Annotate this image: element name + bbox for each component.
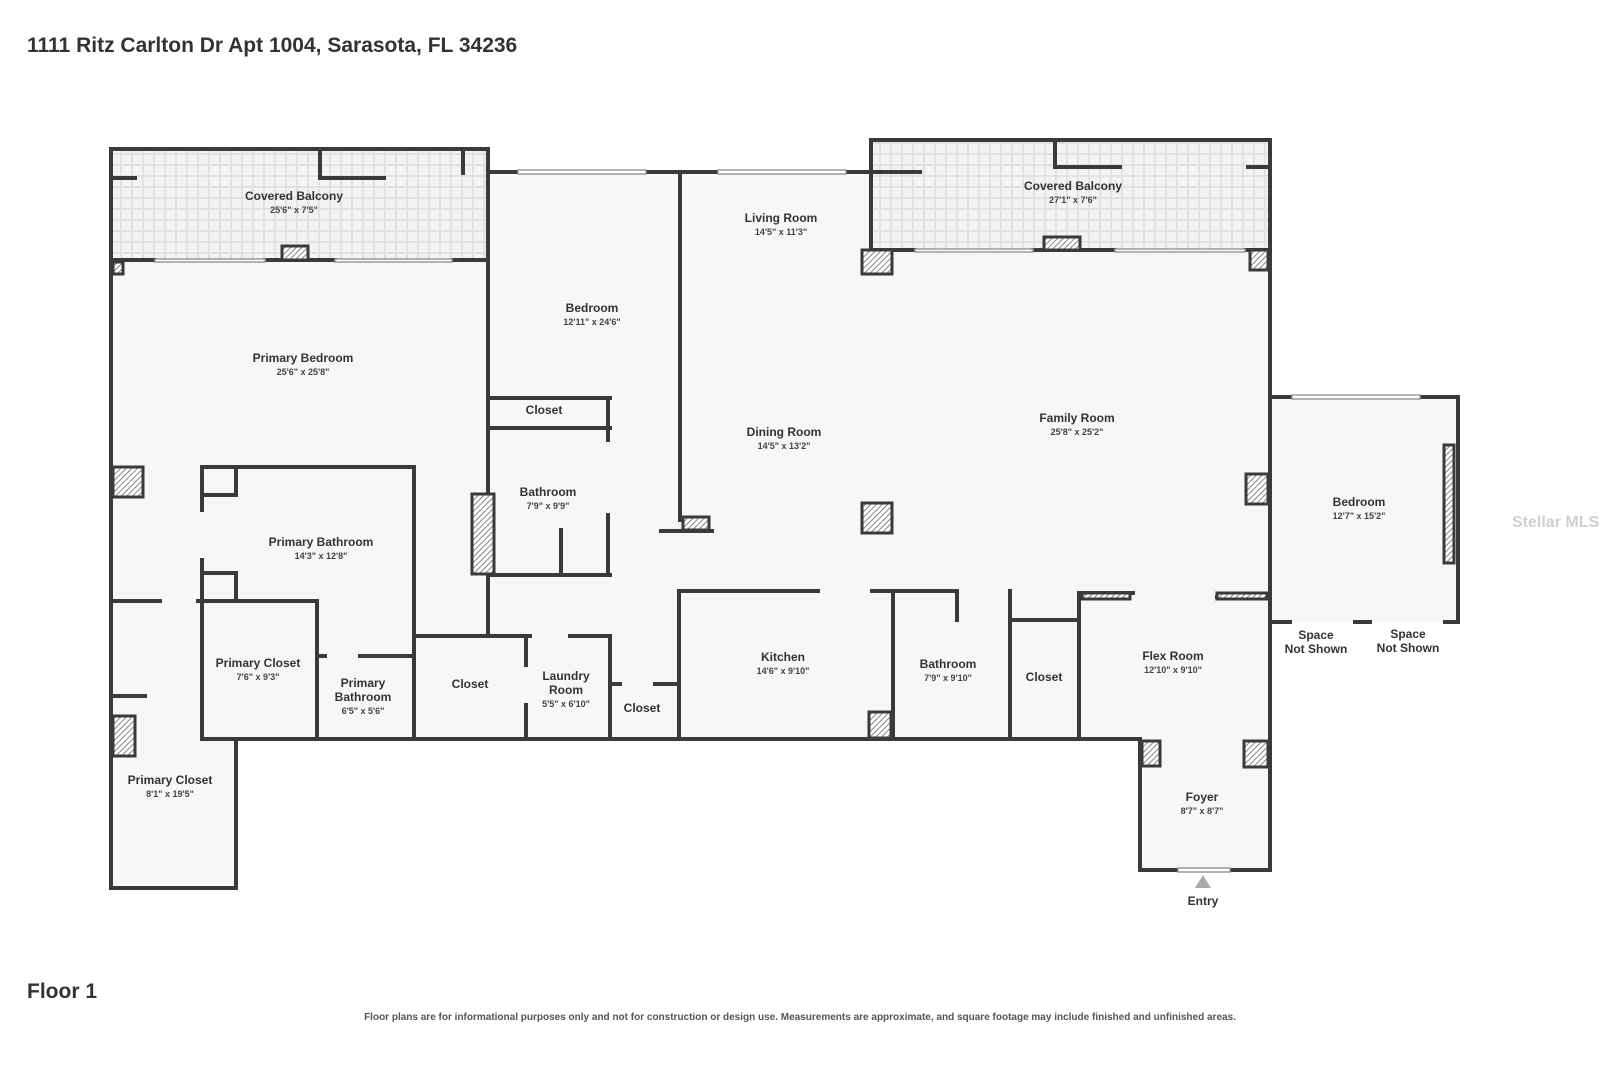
room-dimensions: 12'11" x 24'6" [563,317,620,327]
room-dimensions: 5'5" x 6'10" [542,699,590,709]
room-name: Primary Closet [216,656,301,670]
room-name: Bathroom [920,657,977,671]
room-dimensions: 25'6" x 25'8" [277,367,330,377]
room-name: Living Room [745,211,818,225]
room-dimensions: 7'9" x 9'9" [527,501,570,511]
disclaimer: Floor plans are for informational purpos… [364,1012,1236,1023]
room-label-bathroom-2: Bathroom 7'9" x 9'10" [920,657,977,683]
room-name: Foyer [1186,790,1219,804]
room-label-primary-bathroom-1: Primary Bathroom 14'3" x 12'8" [269,535,374,561]
room-name: Covered Balcony [245,189,343,203]
room-dimensions: 8'7" x 8'7" [1181,806,1224,816]
floor-label: Floor 1 [27,980,98,1003]
room-dimensions: 6'5" x 5'6" [342,706,385,716]
room-dimensions: 25'8" x 25'2" [1051,427,1104,437]
room-dimensions: 8'1" x 19'5" [146,789,194,799]
watermark: Stellar MLS [1512,514,1600,531]
room-dimensions: 7'6" x 9'3" [237,672,280,682]
room-label-living-room: Living Room 14'5" x 11'3" [745,211,818,237]
room-dimensions: 7'9" x 9'10" [924,673,972,683]
room-name: Bedroom [1333,495,1386,509]
covered-balcony-left-floor [113,151,488,261]
room-name: Primary Bedroom [253,351,354,365]
room-label-flex-room: Flex Room 12'10" x 9'10" [1142,649,1203,675]
room-label-closet-1: Closet [526,403,563,417]
room-label-closet-2: Closet [452,677,489,691]
covered-balcony-right-floor [873,140,1270,250]
room-dimensions: 27'1" x 7'6" [1049,195,1097,205]
room-dimensions: 14'5" x 13'2" [758,441,811,451]
room-name: Kitchen [761,650,805,664]
property-address: 1111 Ritz Carlton Dr Apt 1004, Sarasota,… [27,34,518,57]
room-label-dining-room: Dining Room 14'5" x 13'2" [747,425,822,451]
entry-arrow-icon [1195,875,1211,888]
room-dimensions: 14'5" x 11'3" [755,227,807,237]
room-label-bathroom-1: Bathroom 7'9" x 9'9" [520,485,577,511]
room-label-primary-closet-1: Primary Closet 7'6" x 9'3" [216,656,301,682]
floor-area [113,174,1458,885]
room-name: Primary Closet [128,773,213,787]
room-label-family-room: Family Room 25'8" x 25'2" [1039,411,1114,437]
room-name: Flex Room [1142,649,1203,663]
room-name: Bathroom [520,485,577,499]
room-name: Family Room [1039,411,1114,425]
room-name: Primary Bathroom [269,535,374,549]
columns [111,235,1456,769]
room-label-foyer: Foyer 8'7" x 8'7" [1181,790,1224,816]
room-name: Covered Balcony [1024,179,1122,193]
room-label-primary-bedroom: Primary Bedroom 25'6" x 25'8" [253,351,354,377]
room-label-bedroom-1: Bedroom 12'11" x 24'6" [563,301,620,327]
room-name: Closet [624,701,661,715]
room-label-covered-balcony-1: Covered Balcony 25'6" x 7'5" [245,189,343,215]
room-name: Closet [1026,670,1063,684]
room-label-bedroom-2: Bedroom 12'7" x 15'2" [1333,495,1386,521]
room-dimensions: 25'6" x 7'5" [270,205,318,215]
room-name: Closet [452,677,489,691]
room-dimensions: 14'3" x 12'8" [295,551,348,561]
room-label-kitchen: Kitchen 14'6" x 9'10" [757,650,810,676]
room-dimensions: 14'6" x 9'10" [757,666,810,676]
room-name: Dining Room [747,425,822,439]
room-label-closet-4: Closet [1026,670,1063,684]
room-dimensions: 12'10" x 9'10" [1144,665,1202,675]
room-name: Closet [526,403,563,417]
room-dimensions: 12'7" x 15'2" [1333,511,1386,521]
room-label-covered-balcony-2: Covered Balcony 27'1" x 7'6" [1024,179,1122,205]
room-name: Bedroom [566,301,619,315]
entry-label: Entry [1188,894,1219,908]
room-label-closet-3: Closet [624,701,661,715]
room-label-primary-closet-2: Primary Closet 8'1" x 19'5" [128,773,213,799]
